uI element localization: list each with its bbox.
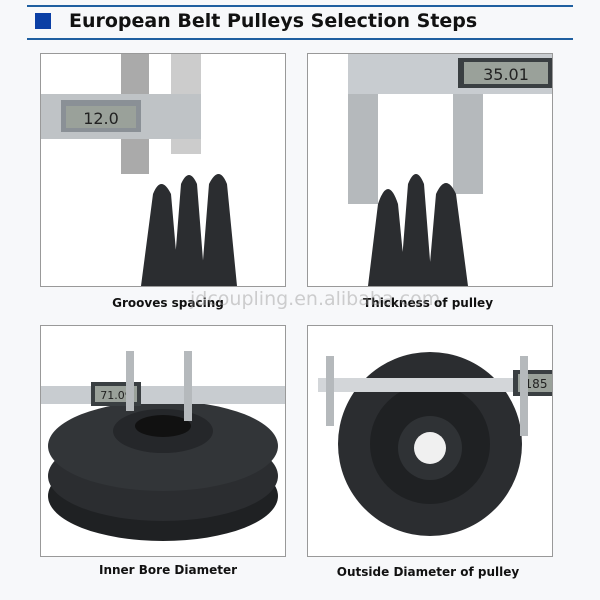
photo-grooves-spacing: 12.0 [40, 53, 286, 287]
caliper-reading: 71.09 [100, 389, 132, 402]
caption-grooves-spacing: Grooves spacing [112, 296, 224, 310]
caliper-reading: 185 [525, 377, 548, 391]
caption-inner-bore: Inner Bore Diameter [98, 563, 238, 577]
photo-pulley-thickness: 35.01 [307, 53, 553, 287]
header-square-icon [35, 13, 51, 29]
section-header: European Belt Pulleys Selection Steps [35, 10, 477, 32]
caliper-reading: 12.0 [83, 109, 119, 128]
photo-inner-bore: 71.09 [40, 325, 286, 557]
caliper-reading: 35.01 [483, 65, 529, 84]
photo-outside-diameter: 185 [307, 325, 553, 557]
header-rule [27, 38, 573, 40]
caption-outside-diameter: Outside Diameter of pulley [336, 565, 520, 579]
watermark: jdcoupling.en.alibaba.com [190, 288, 441, 310]
caption-pulley-thickness: Thickness of pulley [362, 296, 494, 310]
top-rule [27, 5, 573, 7]
page-title: European Belt Pulleys Selection Steps [69, 10, 478, 32]
